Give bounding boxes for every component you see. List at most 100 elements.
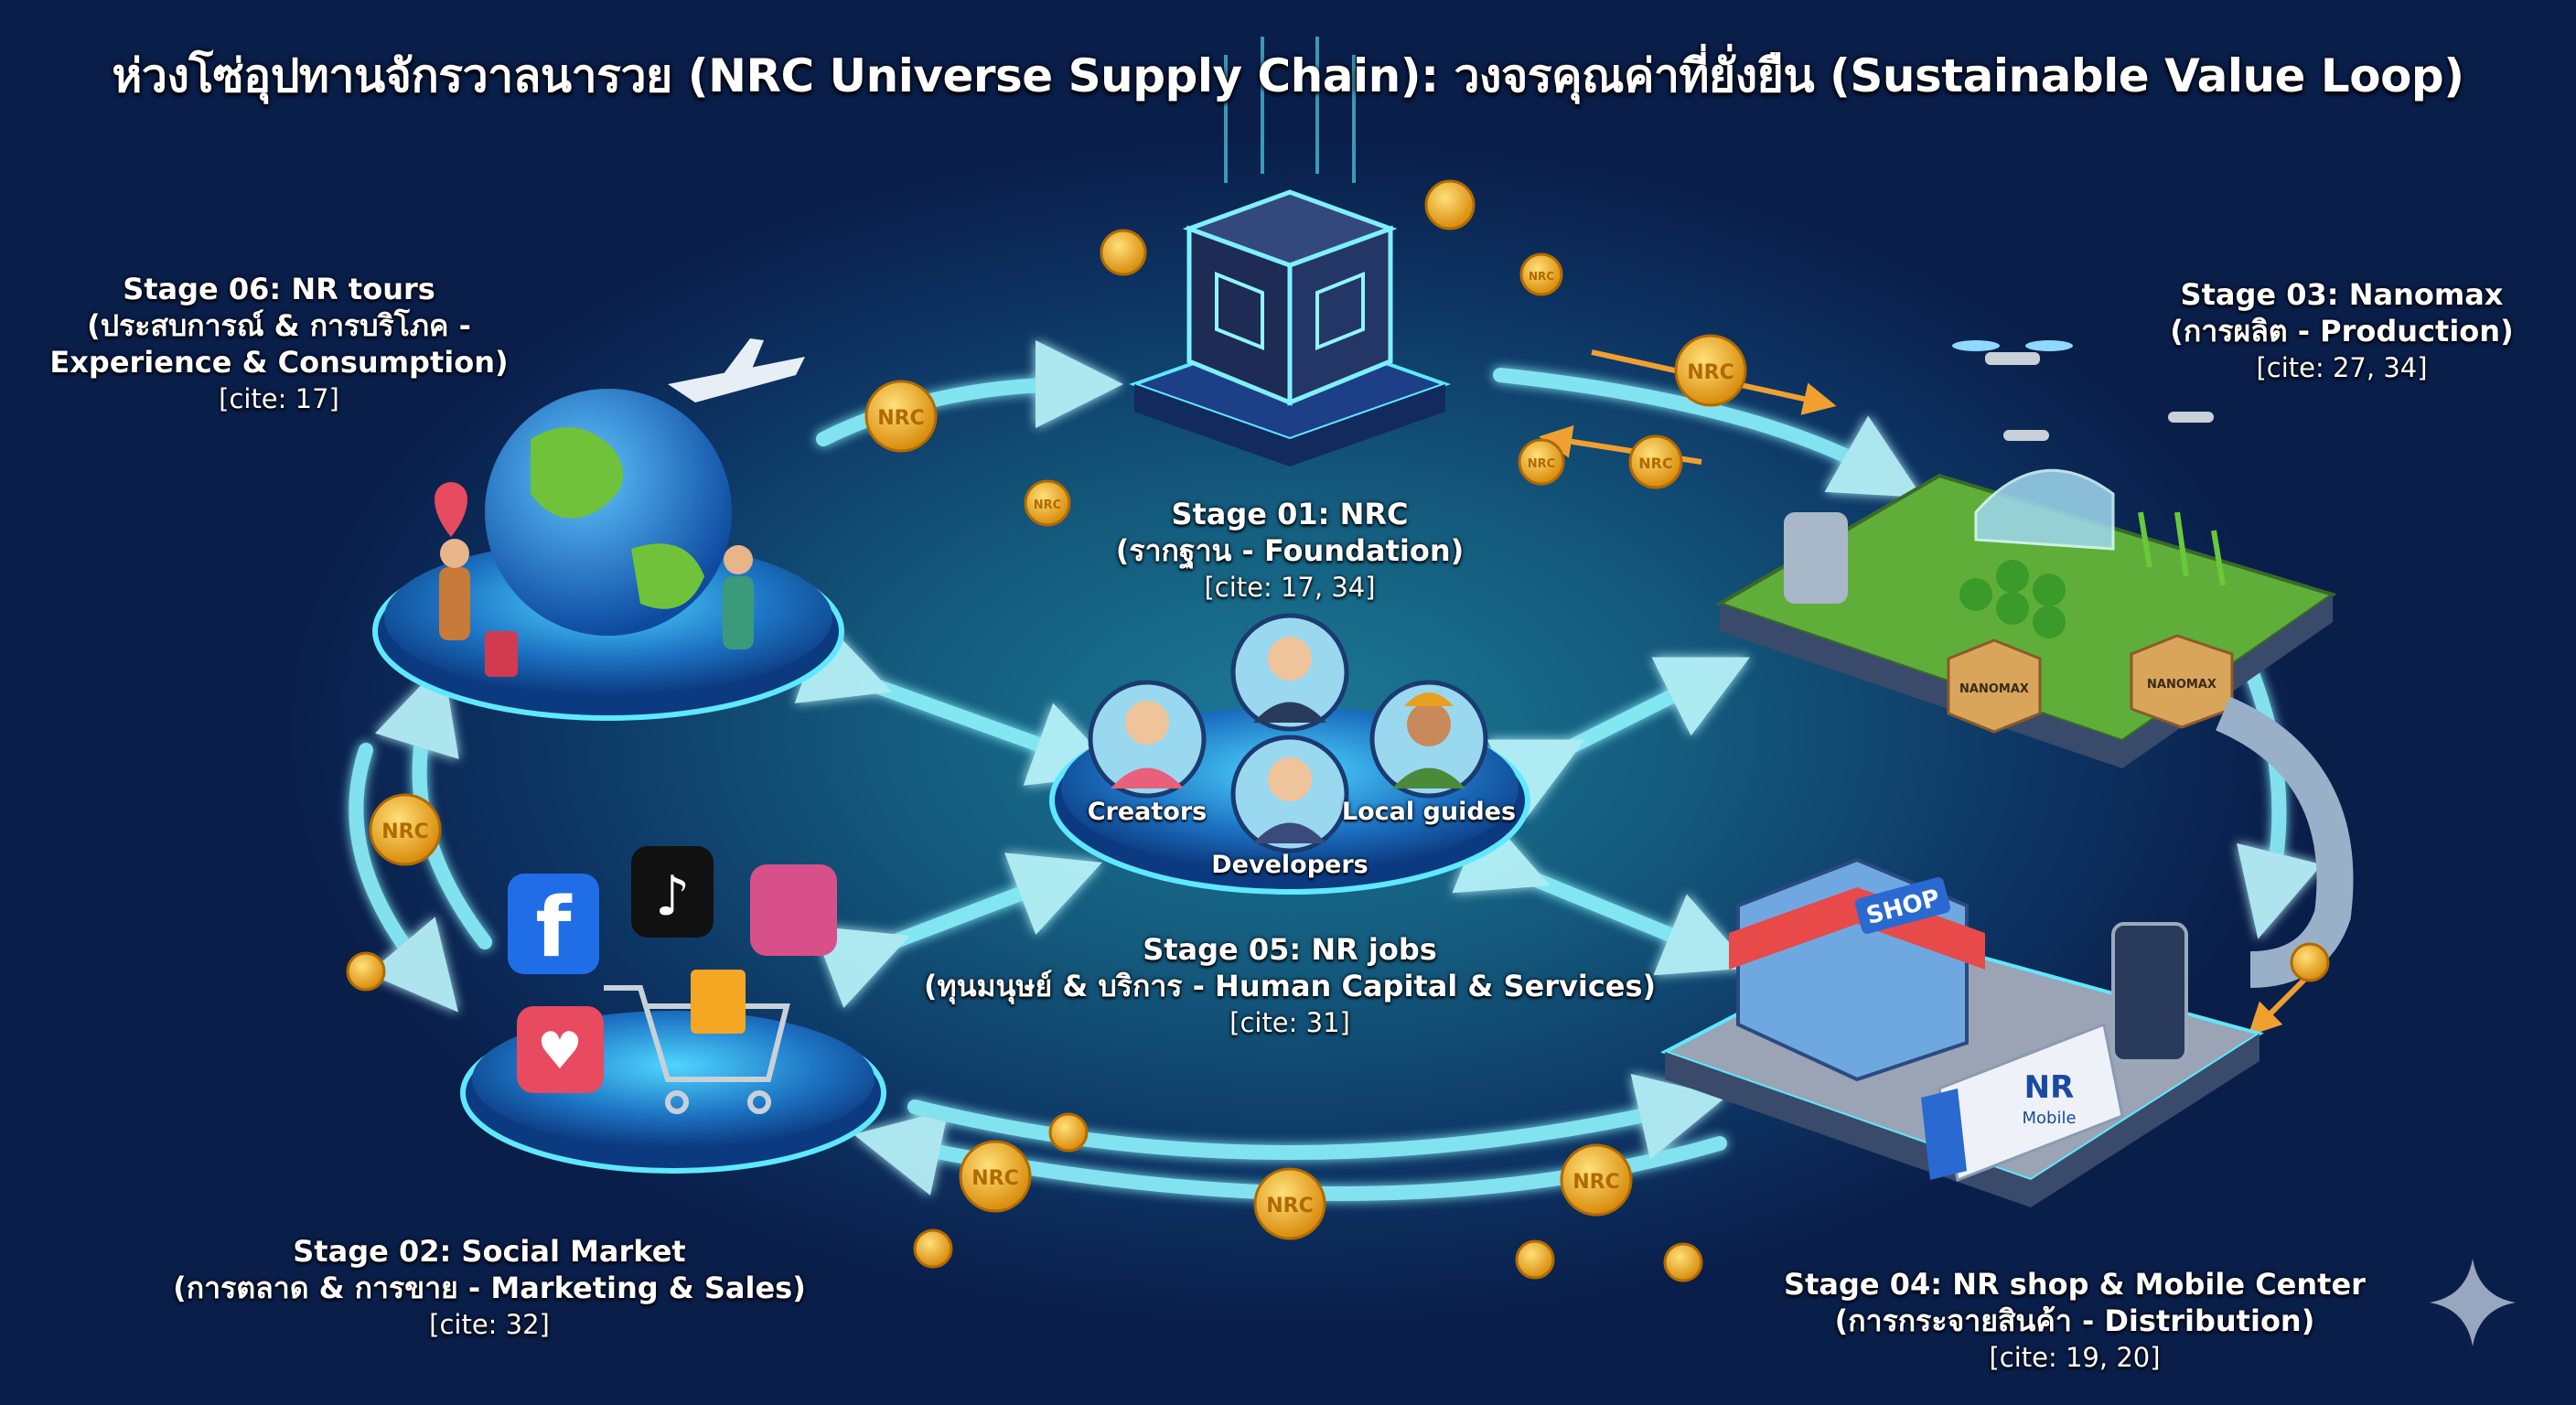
arrow-tours-to-nrc xyxy=(816,340,1123,446)
stage-03-heading: Stage 03: Nanomax xyxy=(2180,277,2504,312)
stage-01-nrc-cube xyxy=(1128,37,1452,467)
stage-04-cite: [cite: 19, 20] xyxy=(1989,1342,2161,1373)
delivery-truck-icon: NR Mobile xyxy=(1921,1022,2124,1183)
creator-avatar xyxy=(1088,680,1207,799)
stage-01-heading: Stage 01: NRC xyxy=(1171,497,1409,531)
stage-01-subtitle: (รากฐาน - Foundation) xyxy=(1115,533,1465,568)
arrow-market-to-shop xyxy=(907,1073,1726,1160)
arrow-hub-nanomax xyxy=(1487,657,1750,819)
nrc-coin-icon xyxy=(913,1228,953,1269)
illustration-text: NRC xyxy=(1687,361,1734,384)
stage-04-label: Stage 04: NR shop & Mobile Center (การกร… xyxy=(1784,1266,2366,1376)
nrc-coin-icon: NRC xyxy=(864,380,938,453)
stage-06-heading: Stage 06: NR tours xyxy=(123,272,435,306)
arrow-hub-market xyxy=(812,853,1102,1008)
nrc-coin-icon: NRC xyxy=(1519,252,1563,296)
stage-02-cite: [cite: 32] xyxy=(429,1309,550,1340)
illustration-text: NRC xyxy=(1572,1171,1620,1194)
nrc-coin-icon: NRC xyxy=(959,1140,1032,1213)
suitcase-icon xyxy=(485,631,518,677)
drone-icon xyxy=(2168,412,2214,423)
nrc-coin-icon xyxy=(1100,229,1147,276)
traveler-icon xyxy=(723,545,754,649)
svg-text:♪: ♪ xyxy=(655,864,690,928)
nrc-coin-icon xyxy=(346,951,386,992)
tiktok-icon xyxy=(631,846,714,938)
stage-01-cite: [cite: 17, 34] xyxy=(1204,572,1376,603)
nrc-coin-icon: NRC xyxy=(1560,1143,1633,1217)
arrow-hub-shop xyxy=(1452,811,1752,976)
developer-avatar xyxy=(1230,613,1349,732)
drone-icon xyxy=(2003,430,2049,441)
nrc-coin-icon xyxy=(1048,1112,1089,1153)
shopping-app-icon xyxy=(750,864,837,956)
nrc-coin-icon xyxy=(1424,179,1476,231)
stage-01-label: Stage 01: NRC (รากฐาน - Foundation) [cit… xyxy=(1116,496,1464,606)
stage-03-label: Stage 03: Nanomax (การผลิต - Production)… xyxy=(2170,276,2513,386)
nrc-coins: NRC NRC NRC NRC NRC NRC NRC NRC NRC NRC xyxy=(346,179,2330,1282)
illustration-text: NRC xyxy=(1529,270,1554,283)
arrow-nrc-to-nanomax xyxy=(1493,368,1923,498)
heart-like-icon xyxy=(517,1006,604,1093)
globe-icon xyxy=(485,389,732,636)
stage-02-label: Stage 02: Social Market (การตลาด & การขา… xyxy=(173,1233,806,1343)
machine-icon xyxy=(1784,512,1848,604)
illustration-text: NANOMAX xyxy=(2147,678,2216,692)
illustration-text: NRC xyxy=(1266,1195,1314,1217)
location-pin-icon xyxy=(435,482,467,537)
stage-06-subtitle: (ประสบการณ์ & การบริโภค - xyxy=(87,308,471,343)
stage-02-social-platform: f ♪ ♥ xyxy=(460,846,886,1174)
stage-05-cite: [cite: 31] xyxy=(1229,1007,1350,1038)
nanomax-box-icon: NANOMAX xyxy=(2130,634,2234,729)
greenhouse-icon xyxy=(1974,468,2115,551)
developers-label: Developers xyxy=(1211,851,1368,879)
stage-02-heading: Stage 02: Social Market xyxy=(293,1234,686,1269)
nrc-coin-icon: NRC xyxy=(1674,334,1747,407)
nrc-coin-icon xyxy=(2290,942,2330,982)
illustration-text: NRC xyxy=(381,820,429,843)
illustration-text: NRC xyxy=(1034,499,1061,512)
airplane-icon xyxy=(668,338,805,402)
stage-05-people-platform xyxy=(1049,613,1530,895)
illustration-text: NRC xyxy=(1528,457,1555,471)
nrc-coin-icon: NRC xyxy=(1253,1167,1326,1240)
stage-06-cite: [cite: 17] xyxy=(219,383,339,414)
arrow-tours-to-market xyxy=(349,743,458,1013)
nrc-coin-icon xyxy=(1663,1242,1703,1282)
stage-05-subtitle: (ทุนมนุษย์ & บริการ - Human Capital & Se… xyxy=(923,969,1657,1003)
stage-06-subtitle-2: Experience & Consumption) xyxy=(49,345,509,380)
illustration-text: NRC xyxy=(877,407,925,430)
stage-03-subtitle: (การผลิต - Production) xyxy=(2170,314,2514,349)
nrc-coin-icon: NRC xyxy=(1628,434,1683,489)
nrc-coin-icon: NRC xyxy=(369,793,442,866)
local-guide-avatar xyxy=(1369,680,1488,799)
svg-text:f: f xyxy=(535,880,572,976)
stage-05-heading: Stage 05: NR jobs xyxy=(1143,932,1437,967)
nrc-coin-icon xyxy=(1515,1239,1555,1280)
stage-04-heading: Stage 04: NR shop & Mobile Center xyxy=(1784,1267,2366,1302)
illustration-text: Mobile xyxy=(2022,1109,2076,1128)
illustration-text: NR xyxy=(2024,1069,2075,1106)
stage-06-platform xyxy=(372,338,844,721)
smartphone-icon xyxy=(2111,922,2188,1063)
stage-03-cite: [cite: 27, 34] xyxy=(2256,352,2428,383)
stage-06-label: Stage 06: NR tours (ประสบการณ์ & การบริโ… xyxy=(49,271,508,417)
local-guides-label: Local guides xyxy=(1341,798,1517,826)
illustration-text: NRC xyxy=(1638,455,1672,472)
traveler-icon xyxy=(439,539,470,640)
svg-text:♥: ♥ xyxy=(537,1022,583,1081)
shopping-cart-icon xyxy=(604,985,790,1114)
drone-icon xyxy=(1952,340,2073,365)
page-title: ห่วงโซ่อุปทานจักรวาลนารวย (NRC Universe … xyxy=(112,49,2464,102)
nanomax-box-icon: NANOMAX xyxy=(1947,638,2042,734)
illustration-text: NANOMAX xyxy=(1959,682,2029,696)
creators-label: Creators xyxy=(1087,798,1208,826)
stage-04-subtitle: (การกระจายสินค้า - Distribution) xyxy=(1834,1303,2315,1338)
developer-avatar-2 xyxy=(1230,735,1349,853)
arrow-hub-tours xyxy=(794,620,1122,786)
nrc-coin-icon: NRC xyxy=(1518,438,1565,486)
stage-05-label: Stage 05: NR jobs (ทุนมนุษย์ & บริการ - … xyxy=(924,931,1656,1041)
illustration-text: NRC xyxy=(971,1167,1019,1190)
